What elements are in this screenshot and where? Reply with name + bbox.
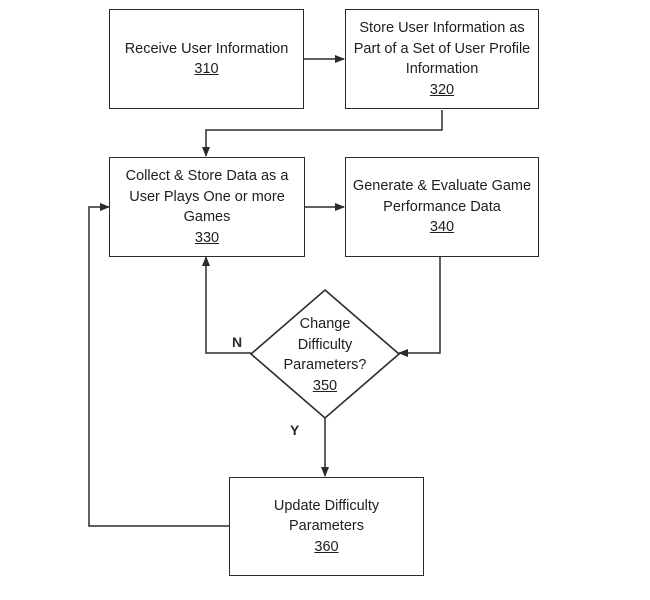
decision-350-label-line3: Parameters? [283, 357, 367, 373]
step-360-label-line1: Update Difficulty [273, 497, 380, 514]
step-310-text: Receive User Information 310 [125, 39, 289, 80]
step-330-text: Collect & Store Data as a User Plays One… [126, 166, 289, 248]
arrow-350-no-to-330 [202, 256, 251, 354]
decision-350-text: Change Difficulty Parameters? 350 [262, 314, 388, 396]
step-330-ref: 330 [194, 229, 220, 246]
step-320-text: Store User Information as Part of a Set … [354, 18, 531, 100]
edge-label-no: N [232, 334, 243, 350]
step-330-label-line2: User Plays One or more [129, 188, 285, 205]
arrow-360-to-330 [88, 203, 229, 527]
decision-diamond-350 [249, 288, 401, 420]
step-box-330: Collect & Store Data as a User Plays One… [109, 157, 305, 257]
step-340-label-line2: Performance Data [383, 198, 501, 215]
step-box-310: Receive User Information 310 [109, 9, 304, 109]
step-340-label-line1: Generate & Evaluate Game [352, 178, 532, 195]
step-340-ref: 340 [429, 219, 455, 236]
edge-label-yes: Y [290, 422, 300, 438]
step-330-label-line3: Games [183, 209, 231, 225]
step-330-label-line1: Collect & Store Data as a [125, 168, 289, 184]
step-340-text: Generate & Evaluate Game Performance Dat… [353, 176, 531, 238]
step-320-label-line2: Part of a Set of User Profile [353, 40, 531, 57]
step-box-360: Update Difficulty Parameters 360 [229, 477, 424, 576]
step-360-text: Update Difficulty Parameters 360 [274, 496, 379, 558]
step-320-label-line3: Information [405, 61, 479, 77]
step-320-label-line1: Store User Information as [359, 20, 525, 36]
step-310-label: Receive User Information [124, 40, 289, 57]
step-310-ref: 310 [194, 61, 219, 77]
arrow-340-to-350 [398, 257, 441, 357]
decision-350-ref: 350 [312, 377, 338, 394]
decision-350-label-line2: Difficulty [297, 336, 353, 353]
step-box-340: Generate & Evaluate Game Performance Dat… [345, 157, 539, 257]
decision-350-label-line1: Change [299, 316, 351, 332]
step-box-320: Store User Information as Part of a Set … [345, 9, 539, 109]
arrow-320-to-330 [202, 110, 443, 157]
step-320-ref: 320 [429, 81, 455, 98]
step-360-ref: 360 [314, 538, 339, 555]
step-360-label-line2: Parameters [289, 518, 364, 535]
